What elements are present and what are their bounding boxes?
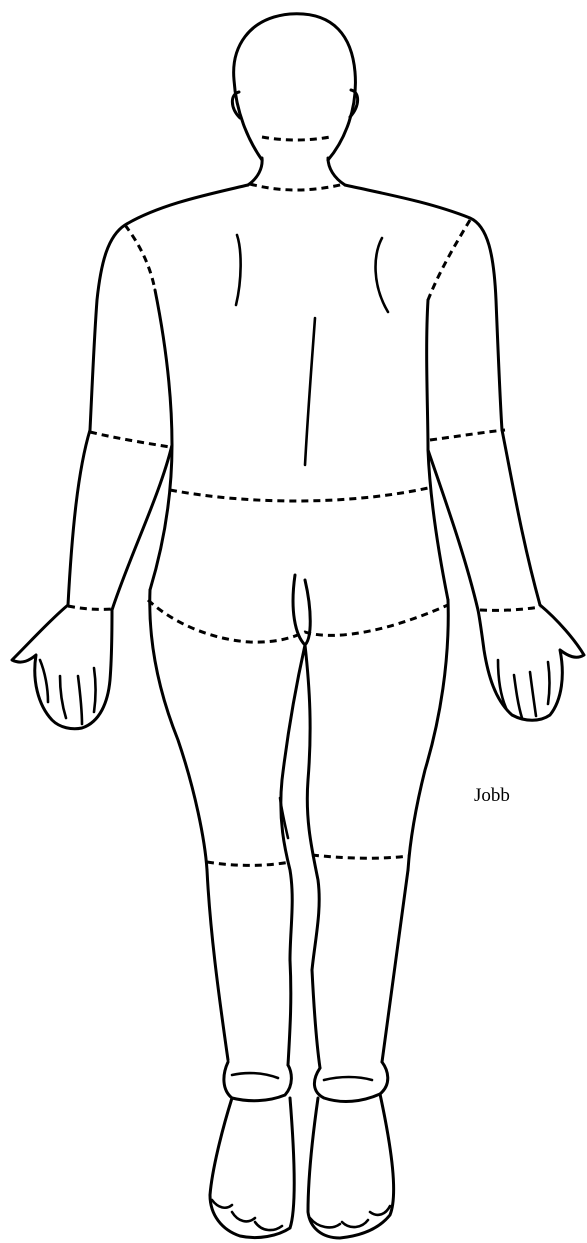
torso-region-lines [125, 220, 470, 642]
left-arm [12, 430, 172, 729]
side-label: Jobb [474, 786, 510, 805]
head [232, 14, 357, 160]
neck [248, 137, 345, 190]
feet [210, 1062, 394, 1238]
legs [207, 645, 408, 1068]
back-details [236, 235, 388, 465]
right-arm [428, 430, 584, 720]
torso [90, 185, 502, 870]
